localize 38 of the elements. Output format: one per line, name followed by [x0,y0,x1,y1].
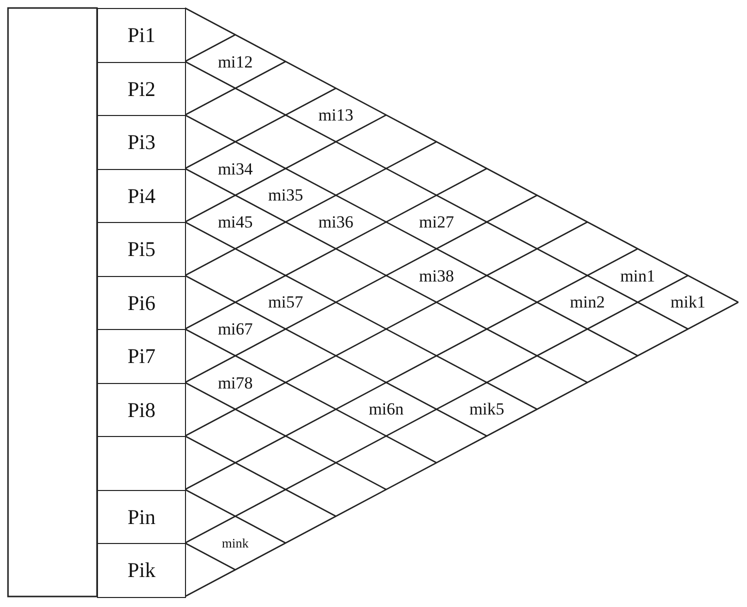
row-label: Pi2 [127,76,156,102]
row-label: Pi4 [127,184,156,208]
correlation-label: mink [222,536,249,550]
correlation-label: mi67 [218,320,253,338]
row-label: Pi6 [127,290,156,316]
row-label: Pi5 [127,237,156,262]
row-cell [97,62,186,116]
correlation-label: mi78 [218,374,253,391]
correlation-label: mik1 [670,294,706,311]
correlation-label: mi45 [218,214,253,230]
correlation-label: min2 [570,294,605,311]
row-label: Pi1 [127,23,156,48]
correlation-label: mi12 [218,53,253,70]
correlation-label: mi38 [419,267,454,284]
correlation-label: mi36 [318,214,354,230]
row-cell [97,490,186,544]
correlation-label: min1 [620,267,656,284]
row-label: Pik [127,558,156,583]
row-label: Pin [127,504,156,530]
correlation-label: mi57 [268,294,304,311]
correlation-label: mi35 [268,186,304,204]
correlation-label: mi6n [368,400,404,418]
row-cell [97,543,186,598]
row-cell [97,382,186,438]
row-cell [97,329,186,384]
row-cell [97,8,186,63]
correlation-label: mi27 [419,214,454,230]
empty-row-cell [97,436,186,491]
row-cell [97,222,186,277]
row-cell [97,168,186,224]
row-label: Pi3 [127,130,156,155]
row-cell [97,276,186,330]
correlation-label: mi13 [318,106,354,124]
row-cell [97,115,186,170]
row-label: Pi7 [127,344,156,369]
correlation-label: mik5 [469,400,504,418]
row-label: Pi8 [127,398,156,422]
correlation-label: mi34 [218,160,253,177]
